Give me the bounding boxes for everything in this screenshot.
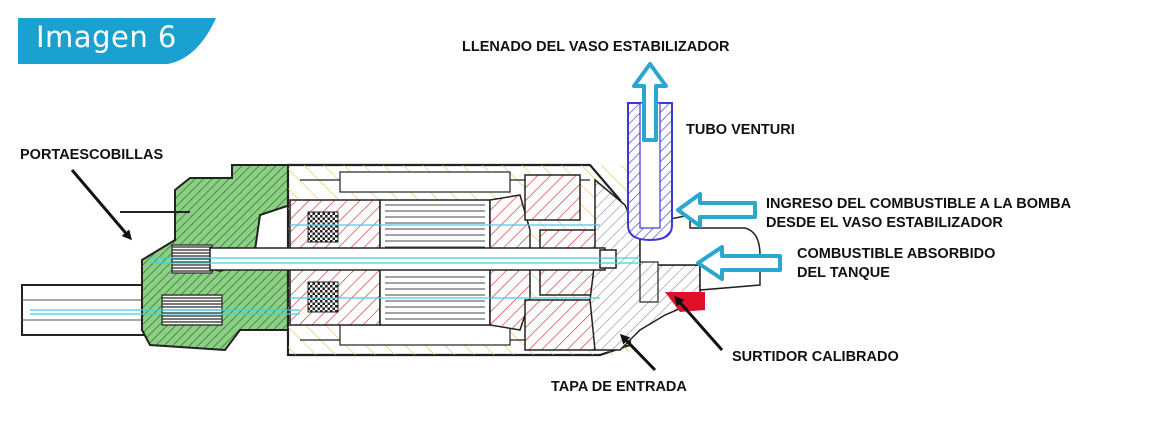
commutator <box>289 199 381 326</box>
flow-lines <box>30 224 640 315</box>
leader-arrows <box>70 169 724 372</box>
label-portaescobillas: PORTAESCOBILLAS <box>20 147 164 163</box>
label-absorbido-line1: COMBUSTIBLE ABSORBIDO <box>797 246 996 262</box>
label-surtidor: SURTIDOR CALIBRADO <box>732 349 899 365</box>
intake-flow-arrow <box>676 192 757 228</box>
portaescobillas-leader <box>70 169 132 241</box>
motor-shaft <box>209 247 617 271</box>
label-ingreso-line1: INGRESO DEL COMBUSTIBLE A LA BOMBA <box>766 196 1072 212</box>
figure-tag-label: Imagen 6 <box>36 20 177 54</box>
absorbed-flow-arrow <box>696 245 782 281</box>
label-absorbido-line2: DEL TANQUE <box>797 265 890 281</box>
fill-flow-arrow <box>632 62 668 142</box>
surtidor-leader <box>674 295 724 351</box>
tapa-leader <box>619 333 657 372</box>
label-tapa: TAPA DE ENTRADA <box>551 379 687 395</box>
pump-stage <box>489 174 601 351</box>
figure-tag <box>18 18 216 64</box>
label-ingreso-line2: DESDE EL VASO ESTABILIZADOR <box>766 215 1003 231</box>
label-tubo-venturi: TUBO VENTURI <box>686 122 795 138</box>
label-llenado: LLENADO DEL VASO ESTABILIZADOR <box>462 39 730 55</box>
